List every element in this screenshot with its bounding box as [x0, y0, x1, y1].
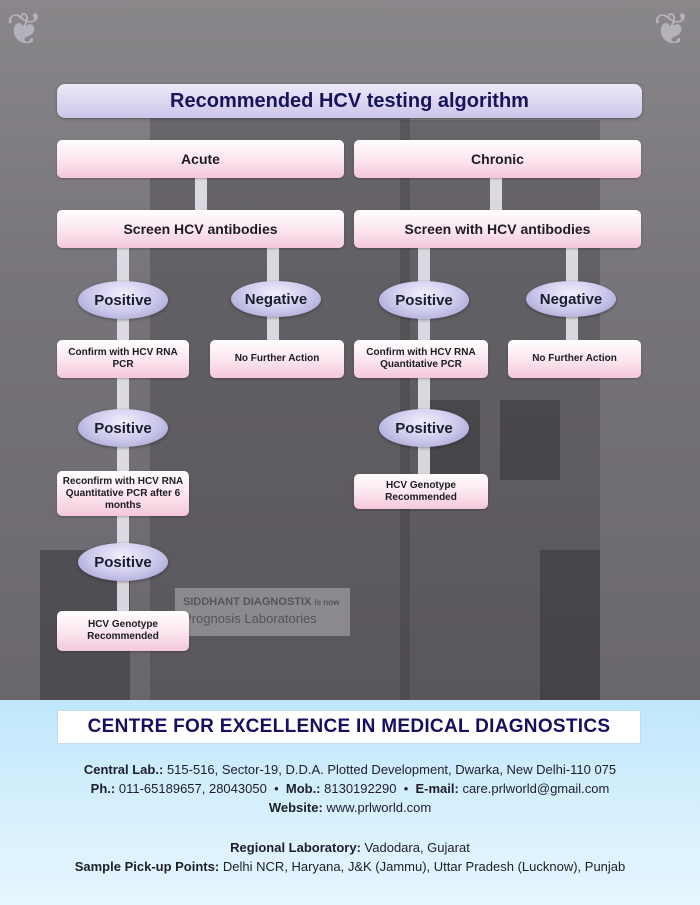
website-label: Website:: [268, 800, 323, 815]
acute-screen-box: Screen HCV antibodies: [57, 210, 344, 248]
mobile-label: Mob.:: [285, 781, 321, 796]
acute-reconfirm-box: Reconfirm with HCV RNA Quantitative PCR …: [57, 471, 189, 516]
acute-positive-oval-1: Positive: [78, 281, 168, 319]
acute-negative-oval: Negative: [231, 281, 321, 317]
website-link[interactable]: www.prlworld.com: [326, 800, 432, 815]
mobile-value: 8130192290: [324, 781, 397, 796]
regional-lab-label: Regional Laboratory:: [230, 840, 361, 855]
regional-lab-value: Vadodara, Gujarat: [364, 840, 470, 855]
building-window: [500, 400, 560, 480]
sign-line2: Prognosis Laboratories: [183, 611, 317, 626]
bullet-separator: •: [400, 781, 412, 796]
footer-title: CENTRE FOR EXCELLENCE IN MEDICAL DIAGNOS…: [57, 710, 641, 744]
sign-line1: SIDDHANT DIAGNOSTIX: [183, 596, 312, 608]
acute-header-box: Acute: [57, 140, 344, 178]
acute-positive-oval-2: Positive: [78, 409, 168, 447]
email-link[interactable]: care.prlworld@gmail.com: [462, 781, 610, 796]
central-lab-label: Central Lab.:: [83, 762, 164, 777]
flourish-ornament-icon: ❦: [653, 5, 690, 54]
central-lab-address: 515-516, Sector-19, D.D.A. Plotted Devel…: [166, 762, 617, 777]
pickup-points-value: Delhi NCR, Haryana, J&K (Jammu), Uttar P…: [222, 859, 626, 874]
contact-line: Ph.: 011-65189657, 28043050 • Mob.: 8130…: [0, 781, 700, 796]
pickup-points-line: Sample Pick-up Points: Delhi NCR, Haryan…: [0, 859, 700, 874]
connector: [195, 178, 207, 210]
building-window: [540, 550, 600, 700]
bullet-separator: •: [270, 781, 283, 796]
acute-no-action-box: No Further Action: [210, 340, 344, 378]
phone-label: Ph.:: [90, 781, 116, 796]
flourish-ornament-icon: ❦: [6, 5, 43, 54]
phone-value: 011-65189657, 28043050: [118, 781, 267, 796]
chronic-negative-oval: Negative: [526, 281, 616, 317]
acute-confirm-box: Confirm with HCV RNA PCR: [57, 340, 189, 378]
sign-line1-suffix: is now: [314, 598, 340, 607]
chronic-no-action-box: No Further Action: [508, 340, 641, 378]
regional-lab-line: Regional Laboratory: Vadodara, Gujarat: [0, 840, 700, 855]
acute-genotype-box: HCV Genotype Recommended: [57, 611, 189, 651]
website-line: Website: www.prlworld.com: [0, 800, 700, 815]
email-label: E-mail:: [415, 781, 459, 796]
chronic-positive-oval-2: Positive: [379, 409, 469, 447]
connector: [490, 178, 502, 210]
chronic-positive-oval-1: Positive: [379, 281, 469, 319]
central-lab-line: Central Lab.: 515-516, Sector-19, D.D.A.…: [0, 762, 700, 777]
acute-positive-oval-3: Positive: [78, 543, 168, 581]
chronic-genotype-box: HCV Genotype Recommended: [354, 474, 488, 509]
diagram-title: Recommended HCV testing algorithm: [57, 84, 642, 118]
building-facade: [150, 110, 410, 700]
chronic-screen-box: Screen with HCV antibodies: [354, 210, 641, 248]
chronic-header-box: Chronic: [354, 140, 641, 178]
chronic-confirm-box: Confirm with HCV RNA Quantitative PCR: [354, 340, 488, 378]
pickup-points-label: Sample Pick-up Points:: [74, 859, 220, 874]
background-signboard: SIDDHANT DIAGNOSTIX is now Prognosis Lab…: [175, 588, 350, 636]
